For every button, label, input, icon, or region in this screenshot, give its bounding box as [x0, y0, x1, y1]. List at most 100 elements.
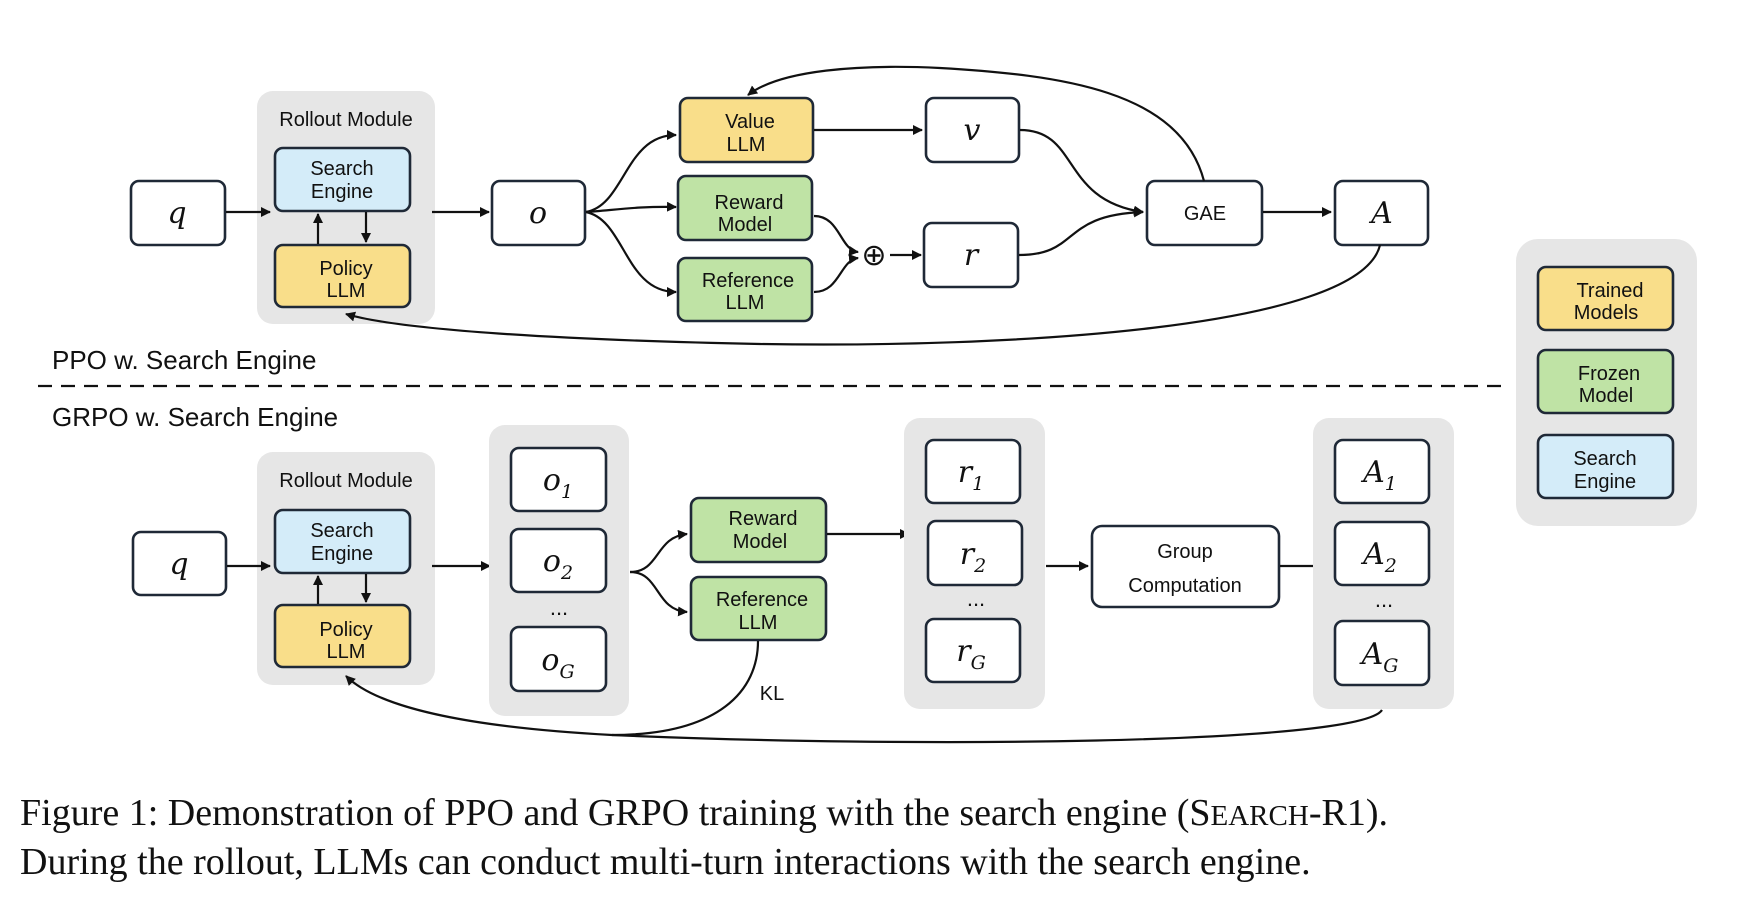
- grpo-reward-1-label: r1: [958, 455, 984, 495]
- grpo-advantage-1-sub: 1: [1385, 473, 1397, 495]
- grpo-advantage-2-label: A2: [1360, 537, 1397, 577]
- legend-search-label-2: Engine: [1574, 471, 1636, 493]
- legend-trained-models-box: [1536, 265, 1675, 332]
- grpo-advantage-1-box: [1333, 438, 1431, 505]
- grpo-advantage-g-base: A: [1359, 637, 1384, 672]
- caption-line-1-prefix: Figure 1: Demonstration of PPO and GRPO …: [20, 792, 1190, 834]
- grpo-output-g-sub: G: [559, 661, 574, 683]
- grpo-reward-g-sub: G: [971, 652, 986, 674]
- grpo-reference-llm-label-1: Reference: [716, 589, 808, 611]
- legend-frozen-label-2: Model: [1579, 385, 1633, 407]
- grpo-reward-model-box: [689, 496, 828, 564]
- grpo-advantages-to-policy-arrow: [345, 675, 1383, 744]
- ppo-gae-to-value-llm-arrow: [747, 65, 1206, 182]
- grpo-reference-llm-label-2: LLM: [739, 612, 778, 634]
- ppo-search-engine-label-2: Engine: [311, 181, 373, 203]
- ppo-output-box: [490, 179, 587, 247]
- grpo-kl-label: KL: [760, 683, 784, 705]
- ppo-advantage-to-policy-arrow: [345, 244, 1382, 346]
- grpo-search-engine-label-2: Engine: [311, 543, 373, 565]
- ppo-reference-llm-label-2: LLM: [726, 292, 765, 314]
- ppo-reward-model-label-2: Model: [718, 214, 772, 236]
- ppo-policy-llm-label-2: LLM: [327, 280, 366, 302]
- legend-trained-label-2: Models: [1574, 302, 1638, 324]
- grpo-reward-1-sub: 1: [972, 473, 984, 495]
- grpo-output-1-base: o: [543, 463, 561, 498]
- caption-line-1: Figure 1: Demonstration of PPO and GRPO …: [20, 790, 1720, 839]
- ppo-output-to-reference-arrow: [585, 210, 677, 297]
- grpo-output-g-base: o: [541, 643, 559, 678]
- grpo-reward-g-box: [924, 617, 1022, 684]
- ppo-value-llm-box: [678, 96, 815, 164]
- ppo-rollout-module-title: Rollout Module: [279, 109, 412, 131]
- grpo-advantage-g-box: [1333, 619, 1431, 687]
- grpo-policy-llm-box: [273, 603, 412, 669]
- grpo-reward-model-label-1: Reward: [729, 508, 798, 530]
- ppo-reward-model-box: [676, 174, 814, 242]
- ppo-value-box: [924, 96, 1021, 164]
- grpo-rollout-module-title: Rollout Module: [279, 470, 412, 492]
- grpo-group-computation-box: [1090, 524, 1281, 609]
- ppo-policy-llm-label-1: Policy: [319, 258, 372, 280]
- ppo-search-engine-label-1: Search: [310, 158, 373, 180]
- grpo-outputs-ellipsis: ...: [550, 595, 568, 620]
- grpo-output-2-base: o: [543, 544, 561, 579]
- ppo-output-label: o: [529, 196, 547, 231]
- grpo-reward-1-base: r: [958, 455, 974, 490]
- caption-line-2: During the rollout, LLMs can conduct mul…: [20, 841, 1311, 883]
- grpo-reward-2-base: r: [960, 537, 976, 572]
- grpo-output-g-label: oG: [541, 643, 574, 683]
- grpo-outputs-to-reward-arrow: [629, 529, 688, 574]
- legend-frozen-model-box: [1536, 348, 1675, 415]
- ppo-gae-label: GAE: [1184, 203, 1226, 225]
- grpo-output-1-box: [509, 446, 608, 513]
- grpo-advantage-1-base: A: [1360, 455, 1385, 490]
- grpo-search-engine-label-1: Search: [310, 520, 373, 542]
- grpo-advantage-2-sub: 2: [1384, 555, 1397, 577]
- grpo-group-computation-label-2: Computation: [1128, 575, 1241, 597]
- grpo-query-box: [131, 530, 228, 597]
- grpo-advantage-2-base: A: [1360, 537, 1385, 572]
- ppo-output-to-value-arrow: [585, 130, 677, 214]
- ppo-query-box: [129, 179, 227, 247]
- ppo-section-label: PPO w. Search Engine: [52, 345, 316, 375]
- grpo-group-computation-label-1: Group: [1157, 541, 1213, 563]
- ppo-gae-box: [1145, 179, 1264, 247]
- grpo-search-engine-box: [273, 508, 412, 575]
- ppo-reference-to-oplus-arrow: [813, 254, 859, 294]
- grpo-reward-2-label: r2: [960, 537, 986, 577]
- grpo-output-g-box: [509, 625, 608, 693]
- ppo-value-label: v: [964, 113, 981, 148]
- grpo-query-label: q: [169, 547, 188, 582]
- ppo-reference-llm-label-1: Reference: [702, 270, 794, 292]
- grpo-output-2-label: o2: [543, 544, 573, 584]
- grpo-policy-llm-label-2: LLM: [327, 641, 366, 663]
- ppo-search-engine-box: [273, 146, 412, 213]
- ppo-query-label: q: [167, 196, 186, 231]
- ppo-reward-to-oplus-arrow: [813, 214, 859, 256]
- ppo-r-to-gae-arrow: [1018, 207, 1144, 257]
- grpo-kl-curve: [611, 640, 760, 737]
- ppo-advantage-label: A: [1368, 196, 1393, 231]
- grpo-reference-llm-box: [689, 575, 828, 642]
- grpo-output-1-sub: 1: [561, 481, 573, 503]
- grpo-rewards-ellipsis: ...: [967, 586, 985, 611]
- ppo-policy-llm-box: [273, 243, 412, 309]
- figure-caption: Figure 1: Demonstration of PPO and GRPO …: [20, 790, 1720, 885]
- grpo-reward-1-box: [924, 438, 1022, 505]
- grpo-advantage-2-box: [1333, 520, 1431, 587]
- grpo-reward-g-label: rG: [956, 634, 986, 674]
- grpo-reward-2-sub: 2: [973, 555, 986, 577]
- caption-search-smallcaps: EARCH: [1210, 800, 1309, 832]
- ppo-reward-box: [922, 221, 1020, 289]
- ppo-value-llm-label-2: LLM: [727, 134, 766, 156]
- ppo-reward-model-label-1: Reward: [715, 192, 784, 214]
- ppo-oplus-symbol: ⊕: [861, 238, 886, 273]
- grpo-output-2-box: [509, 527, 608, 594]
- caption-line-1-suffix: -R1).: [1308, 792, 1388, 834]
- legend-frozen-label-1: Frozen: [1578, 363, 1640, 385]
- ppo-advantage-box: [1333, 179, 1430, 247]
- grpo-reward-2-box: [926, 519, 1024, 587]
- caption-search-s: S: [1189, 792, 1211, 834]
